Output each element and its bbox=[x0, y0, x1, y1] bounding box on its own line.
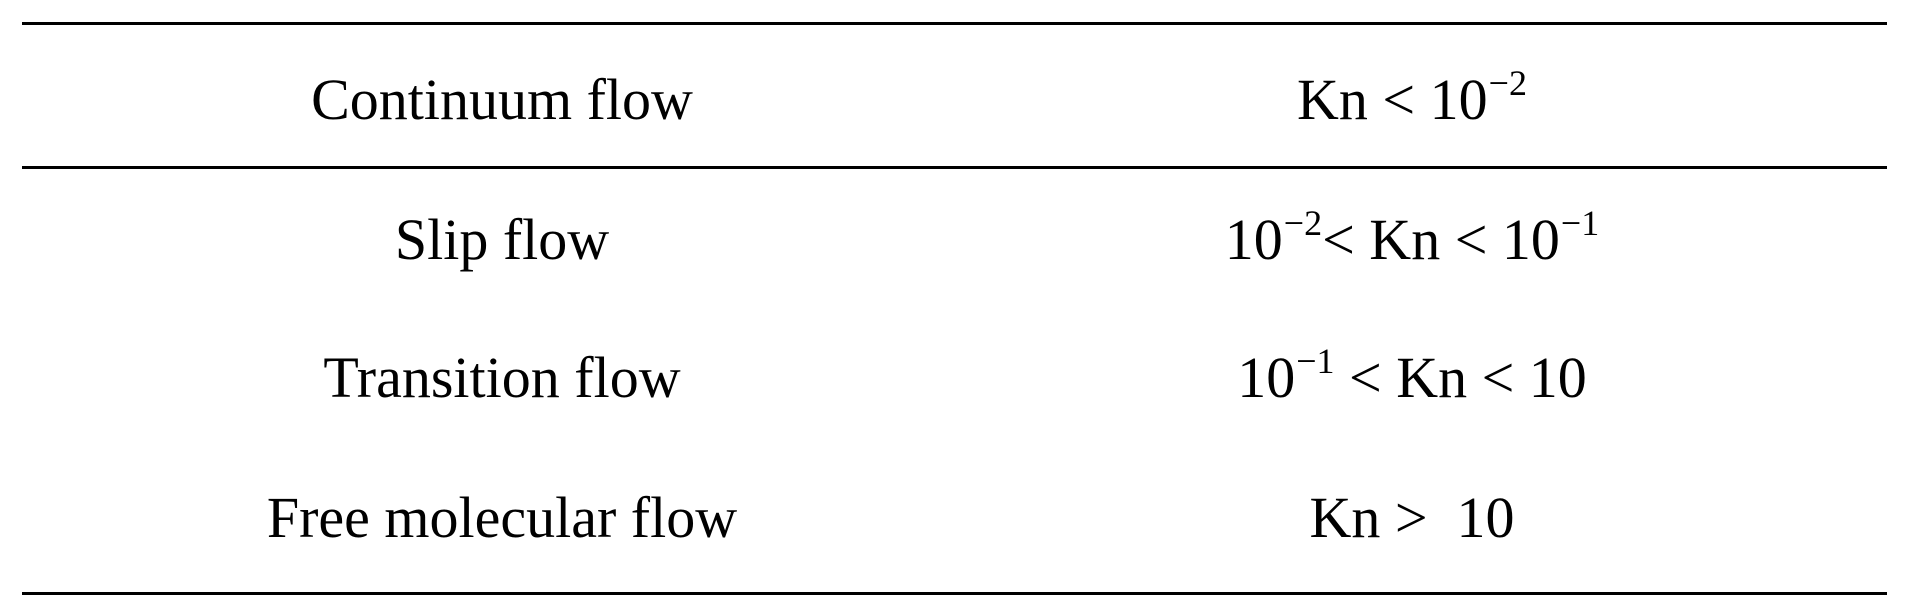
regime-cell: Transition flow bbox=[323, 345, 681, 410]
range-text: 10 bbox=[1237, 345, 1296, 410]
range-text: 10 bbox=[1224, 207, 1283, 272]
regime-cell: Free molecular flow bbox=[266, 485, 738, 550]
range-text: < Kn < 10 bbox=[1322, 207, 1560, 272]
regime-cell: Continuum flow bbox=[311, 67, 693, 132]
knudsen-range-cell: 10−2< Kn < 10−1 bbox=[942, 200, 1882, 280]
table-header-rule bbox=[22, 166, 1887, 169]
range-exponent: −1 bbox=[1560, 203, 1600, 243]
range-exponent: −2 bbox=[1283, 203, 1323, 243]
table-row: Slip flow 10−2< Kn < 10−1 bbox=[22, 200, 1887, 280]
knudsen-range-cell: 10−1 < Kn < 10 bbox=[942, 338, 1882, 418]
knudsen-range-cell: Kn < 10−2 bbox=[942, 60, 1882, 140]
table-bottom-rule bbox=[22, 592, 1887, 595]
range-exponent: −2 bbox=[1488, 63, 1527, 103]
table-row: Continuum flow Kn < 10−2 bbox=[22, 60, 1887, 140]
table-row: Free molecular flow Kn > 10 bbox=[22, 478, 1887, 558]
table-row: Transition flow 10−1 < Kn < 10 bbox=[22, 338, 1887, 418]
knudsen-range-cell: Kn > 10 bbox=[942, 478, 1882, 558]
regime-cell: Slip flow bbox=[394, 207, 610, 272]
range-text: Kn < 10 bbox=[1297, 67, 1488, 132]
range-text: Kn > 10 bbox=[1309, 485, 1515, 550]
table-top-rule bbox=[22, 22, 1887, 25]
range-exponent: −1 bbox=[1296, 341, 1335, 381]
range-text: < Kn < 10 bbox=[1334, 345, 1587, 410]
